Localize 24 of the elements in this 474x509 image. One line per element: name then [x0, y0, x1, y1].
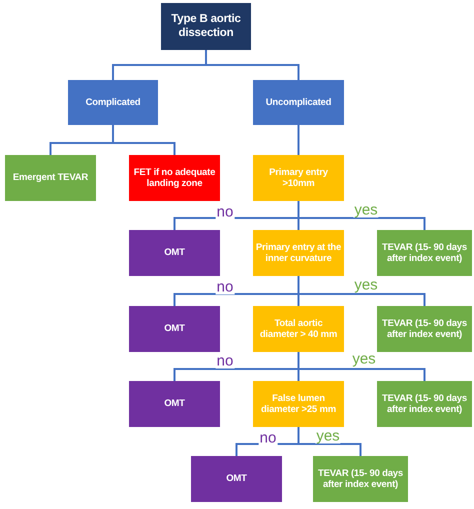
treatment-box: TEVAR (15- 90 days after index event) — [313, 456, 408, 502]
treatment-box: OMT — [191, 456, 282, 502]
decision-box: Total aortic diameter > 40 mm — [253, 306, 344, 352]
treatment-box: OMT — [129, 306, 220, 352]
treatment-box: TEVAR (15- 90 days after index event) — [377, 306, 472, 352]
decision-box: False lumen diameter >25 mm — [253, 381, 344, 427]
connector-line — [298, 427, 362, 456]
decision-box: Primary entry at the inner curvature — [253, 230, 344, 276]
connector-line — [298, 201, 426, 230]
title-box: Type B aortic dissection — [161, 3, 251, 50]
treatment-box: Emergent TEVAR — [5, 155, 96, 201]
connector-line — [112, 125, 176, 155]
treatment-box: OMT — [129, 230, 220, 276]
connector-line — [205, 50, 300, 80]
treatment-box: FET if no adequate landing zone — [129, 155, 220, 201]
category-box: Complicated — [68, 80, 158, 125]
category-box: Uncomplicated — [253, 80, 344, 125]
treatment-box: TEVAR (15- 90 days after index event) — [377, 230, 472, 276]
connector-line — [298, 352, 426, 381]
treatment-box: OMT — [129, 381, 220, 427]
connector-line — [298, 276, 426, 306]
connector-line — [298, 125, 300, 155]
treatment-box: TEVAR (15- 90 days after index event) — [377, 381, 472, 427]
decision-box: Primary entry >10mm — [253, 155, 344, 201]
